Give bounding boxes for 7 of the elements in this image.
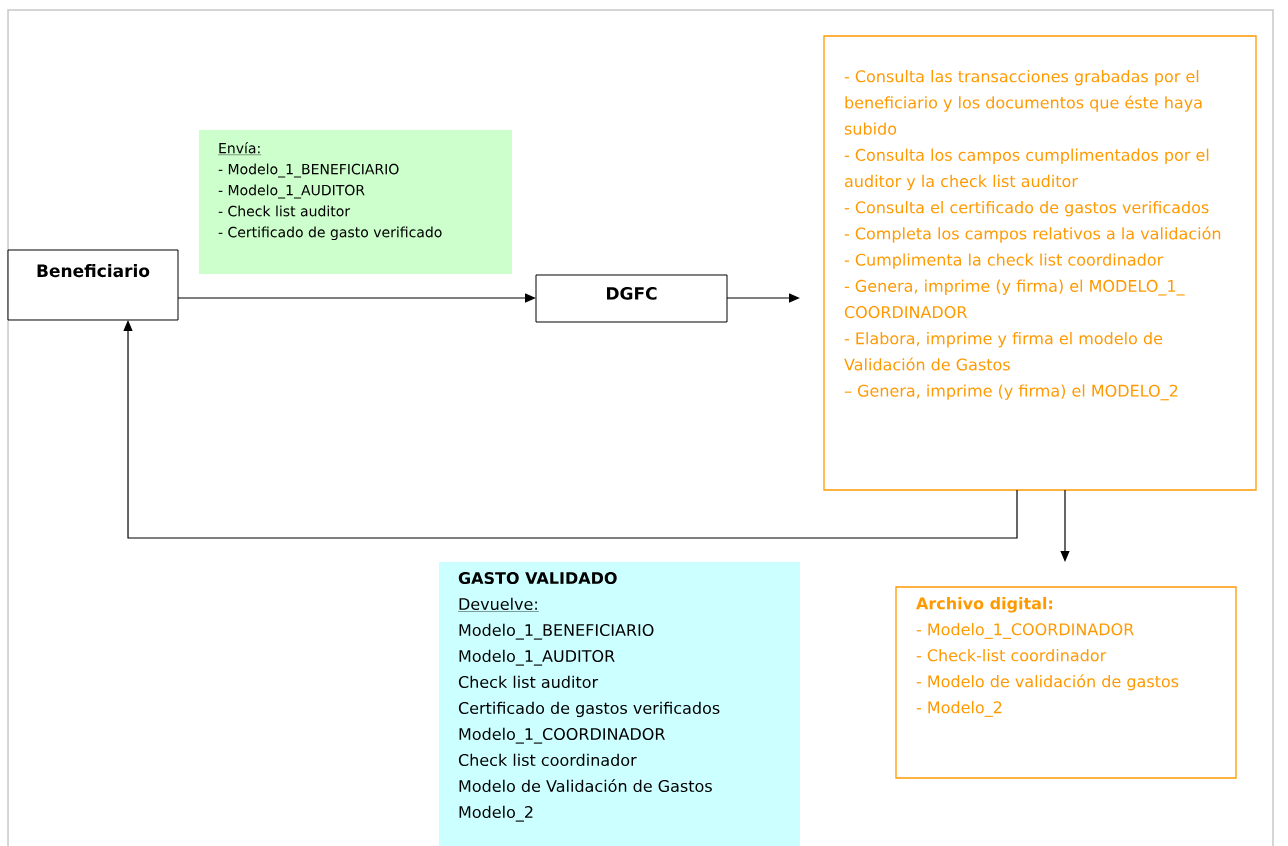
process-box: Beneficiario (7, 249, 179, 321)
note-box: GASTO VALIDADO Devuelve: Modelo_1_BENEFICIARIO Modelo_1_AUDITOR Check list auditor Certificado de gastos verificados Modelo_1_COORDINADOR Check list coordinador Modelo de Validación de Gastos Modelo_2 (438, 561, 801, 846)
storage-box: Archivo digital: - Modelo_1_COORDINADOR - Check-list coordinador - Modelo de validación de gastos - Modelo_2 (895, 586, 1237, 779)
process-box: DGFC (535, 274, 728, 323)
arrow (123, 320, 1018, 539)
note-box: Envía: - Modelo_1_BENEFICIARIO - Modelo_1_AUDITOR - Check list auditor - Certificado de gasto verificado (198, 129, 513, 275)
process-box: - Consulta las transacciones grabadas por el beneficiario y los documentos que éste haya subido - Consulta los campos cumplimentados por el auditor y la check list auditor - Consulta el certificado de gastos verificados - Completa los campos relativos a la validación - Cumplimenta la check list coordinador - Genera, imprime (y firma) el MODELO_1_ COORDINADOR - Elabora, imprime y firma el modelo de Validación de Gastos – Genera, imprime (y firma) el MODELO_2 (823, 35, 1257, 491)
